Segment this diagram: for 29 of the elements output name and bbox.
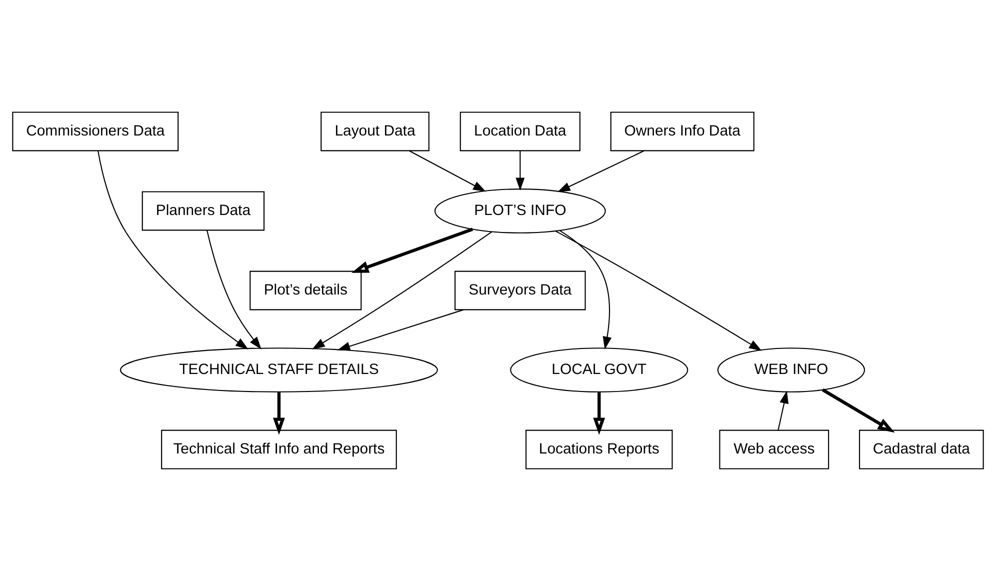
arrow [593,392,606,434]
arrow [516,150,525,190]
arrow [557,150,644,192]
arrow [409,150,486,192]
arrow [206,230,262,349]
node-box: Cadastral data [858,429,984,469]
node-box: Technical Staff Info and Reports [161,429,397,469]
node-box: Locations Reports [525,429,673,469]
arrow [778,390,788,430]
arrow [98,150,248,349]
arrow [337,308,464,350]
arrow [559,229,612,349]
node-box: Commissioners Data [12,111,179,151]
node-box: Planners Data [142,190,265,230]
arrow [352,227,474,272]
node-box: Location Data [460,111,580,151]
node-box: Plot’s details [250,270,362,310]
node-box: Surveyors Data [454,270,586,310]
arrow [822,388,895,432]
node-box: Web access [719,429,830,469]
arrow [272,392,285,434]
node-ellipse: TECHNICAL STAFF DETAILS [120,347,438,392]
arrow [555,230,762,350]
node-box: Owners Info Data [610,111,754,151]
node-ellipse: LOCAL GOVT [510,347,688,392]
arrow [312,230,492,349]
node-ellipse: PLOT’S INFO [434,188,606,233]
node-ellipse: WEB INFO [717,347,866,392]
node-box: Layout Data [320,111,430,151]
